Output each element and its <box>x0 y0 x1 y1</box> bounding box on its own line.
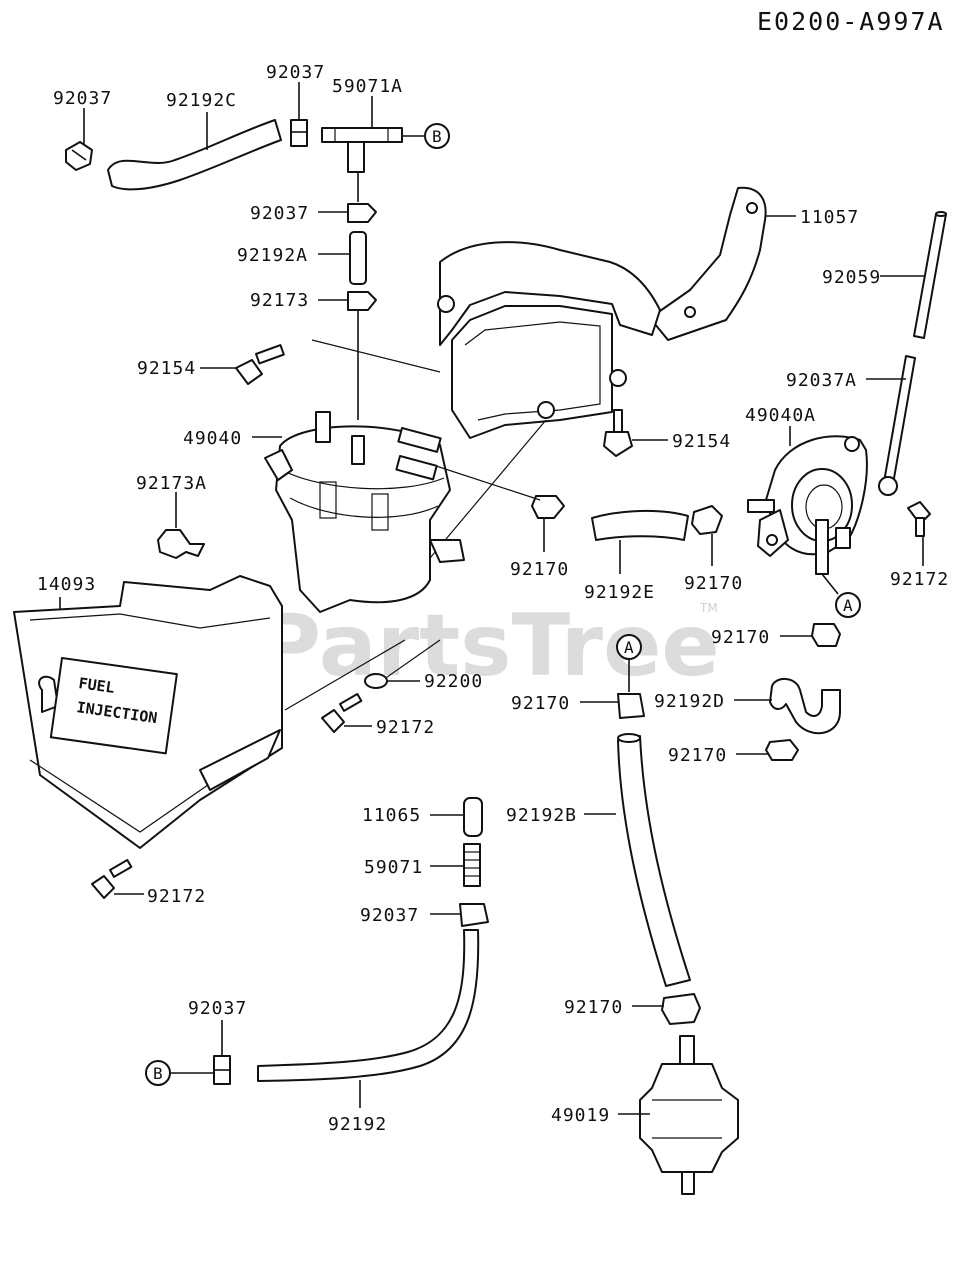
cover-text-fuel: FUEL <box>77 674 115 697</box>
label-92173a[interactable]: 92173A <box>136 473 207 494</box>
label-92192e[interactable]: 92192E <box>584 582 655 603</box>
label-59071a[interactable]: 59071A <box>332 76 403 97</box>
part-92154-bolt-right[interactable] <box>603 409 668 457</box>
label-49040[interactable]: 49040 <box>183 428 242 449</box>
part-92192e-hose[interactable] <box>591 509 689 574</box>
label-92170-filter[interactable]: 92170 <box>564 997 623 1018</box>
part-92192b-hose[interactable] <box>584 733 691 987</box>
label-11057[interactable]: 11057 <box>800 207 859 228</box>
label-92037-mid[interactable]: 92037 <box>250 203 309 224</box>
part-92173a-clip[interactable] <box>157 492 205 559</box>
part-92172-screw-left[interactable] <box>91 859 144 899</box>
part-92170-clamp-center[interactable] <box>429 463 565 552</box>
label-92037-bottom[interactable]: 92037 <box>188 998 247 1019</box>
watermark: PartsTree <box>258 596 720 696</box>
ref-marker-b-top: B <box>424 123 450 149</box>
ref-marker-a-right: A <box>821 573 861 618</box>
part-92037-clamp-mid[interactable] <box>318 203 377 223</box>
part-59071a-tee-fitting[interactable] <box>321 96 424 173</box>
label-14093[interactable]: 14093 <box>37 574 96 595</box>
label-92192a[interactable]: 92192A <box>237 245 308 266</box>
svg-text:A: A <box>624 638 634 657</box>
part-92170-clamp-a-right[interactable] <box>780 623 841 647</box>
label-92170-a-right[interactable]: 92170 <box>711 627 770 648</box>
diagram-code: E0200-A997A <box>757 7 945 36</box>
part-92172-screw-right[interactable] <box>907 501 931 566</box>
label-92200[interactable]: 92200 <box>424 671 483 692</box>
label-92170-center[interactable]: 92170 <box>510 559 569 580</box>
part-92170-clamp-pump[interactable] <box>691 505 723 566</box>
label-92170-lower[interactable]: 92170 <box>668 745 727 766</box>
part-59071-fitting[interactable] <box>430 843 481 887</box>
label-49040a[interactable]: 49040A <box>745 405 816 426</box>
label-11065[interactable]: 11065 <box>362 805 421 826</box>
label-92172-right[interactable]: 92172 <box>890 569 949 590</box>
label-92037-top-left[interactable]: 92037 <box>53 88 112 109</box>
label-49019[interactable]: 49019 <box>551 1105 610 1126</box>
svg-text:B: B <box>432 127 442 146</box>
label-59071[interactable]: 59071 <box>364 857 423 878</box>
part-92192c-hose[interactable] <box>107 112 282 191</box>
label-92037-top[interactable]: 92037 <box>266 62 325 83</box>
part-92037-clamp-bottom[interactable] <box>213 1020 231 1085</box>
svg-text:B: B <box>153 1064 163 1083</box>
label-92154-right[interactable]: 92154 <box>672 431 731 452</box>
part-92192d-hose[interactable] <box>734 678 841 735</box>
label-92192[interactable]: 92192 <box>328 1114 387 1135</box>
part-92170-clamp-a-left[interactable] <box>580 693 645 719</box>
label-92037a[interactable]: 92037A <box>786 370 857 391</box>
part-92170-clamp-filter[interactable] <box>632 993 701 1025</box>
ref-marker-a-left: A <box>616 634 642 692</box>
label-92192d[interactable]: 92192D <box>654 691 725 712</box>
label-92172-left[interactable]: 92172 <box>147 886 206 907</box>
part-92037-clamp-top[interactable] <box>290 82 308 147</box>
label-92059[interactable]: 92059 <box>822 267 881 288</box>
part-92059-tube[interactable] <box>880 211 947 339</box>
part-49040a-fuel-pump[interactable] <box>747 426 868 575</box>
part-92192a-hose[interactable] <box>318 231 367 285</box>
part-92037-clamp-top-left[interactable] <box>65 108 93 171</box>
part-49040-fuel-reservoir[interactable] <box>252 411 465 613</box>
part-49019-fuel-filter[interactable] <box>618 1035 739 1195</box>
part-92173-clamp[interactable] <box>318 291 377 311</box>
part-92154-bolt-left[interactable] <box>200 344 285 385</box>
label-92154-left[interactable]: 92154 <box>137 358 196 379</box>
label-92170-a-left[interactable]: 92170 <box>511 693 570 714</box>
part-11057-bracket[interactable] <box>437 186 796 439</box>
label-92192b[interactable]: 92192B <box>506 805 577 826</box>
part-92172-screw-center[interactable] <box>321 692 372 733</box>
svg-text:A: A <box>843 596 853 615</box>
part-92170-clamp-lower[interactable] <box>736 739 799 761</box>
part-92037-clamp-lower[interactable] <box>430 903 489 927</box>
label-92173[interactable]: 92173 <box>250 290 309 311</box>
watermark-trademark: TM <box>699 601 718 615</box>
part-11065-plug[interactable] <box>430 797 483 837</box>
label-92170-pump[interactable]: 92170 <box>684 573 743 594</box>
label-92037-lower[interactable]: 92037 <box>360 905 419 926</box>
ref-marker-b-bottom: B <box>145 1060 214 1086</box>
part-92192-hose[interactable] <box>257 929 480 1108</box>
part-14093-cover[interactable] <box>13 575 283 849</box>
label-92172-center[interactable]: 92172 <box>376 717 435 738</box>
part-92037a-strap[interactable] <box>866 355 916 496</box>
label-92192c[interactable]: 92192C <box>166 90 237 111</box>
part-92200-washer[interactable] <box>364 673 420 689</box>
